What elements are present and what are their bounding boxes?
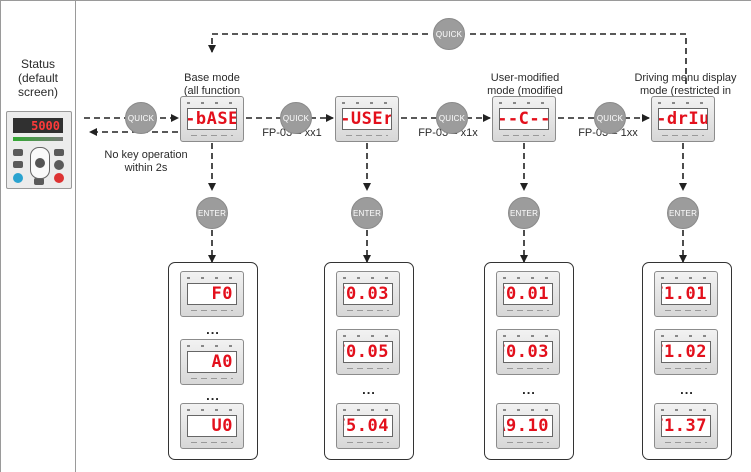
return-loop-line [470, 33, 687, 84]
quick-button: QUICK [125, 102, 157, 134]
keypad-key-cyan [13, 173, 23, 183]
ellipsis: ... [680, 382, 694, 397]
param-code: uF0.03 [343, 283, 393, 305]
keypad-key [13, 149, 23, 156]
param-code: uF5.04 [343, 415, 393, 437]
keypad-key [34, 178, 44, 185]
keypad-key [13, 161, 23, 168]
param-display: cF0.01 [496, 271, 560, 317]
param-display: U0 [180, 403, 244, 449]
frame-divider [75, 0, 76, 472]
enter-button: ENTER [351, 197, 383, 229]
ellipsis: ... [362, 382, 376, 397]
no-key-label: No key operation within 2s [104, 149, 188, 174]
display-text: -drIu [658, 108, 708, 130]
param-display: cF0.03 [496, 329, 560, 375]
quick-button: QUICK [594, 102, 626, 134]
dial-knob-icon [30, 147, 50, 179]
param-code: A0 [187, 351, 237, 373]
status-display: 5000 [13, 118, 63, 133]
param-code: uF1.37 [661, 415, 711, 437]
frame-top-border [0, 0, 751, 1]
param-code: uF0.05 [343, 341, 393, 363]
display-text: -bASE [187, 108, 237, 130]
param-code: cF0.03 [503, 341, 553, 363]
param-display: uF5.04 [336, 403, 400, 449]
mode-display: -bASE [180, 96, 244, 142]
mode-display: -drIu [651, 96, 715, 142]
param-code: uF1.01 [661, 283, 711, 305]
display-text: --C-- [499, 108, 549, 130]
ellipsis: ... [206, 388, 220, 403]
mode-display: -USEr [335, 96, 399, 142]
param-code: F0 [187, 283, 237, 305]
parameter-list: cF0.01 cF0.03 ... cA9.10 [484, 262, 574, 460]
keypad-key [54, 149, 64, 156]
param-display: uF0.05 [336, 329, 400, 375]
param-code: cA9.10 [503, 415, 553, 437]
display-text: -USEr [342, 108, 392, 130]
param-code: uF1.02 [661, 341, 711, 363]
param-display: uF1.02 [654, 329, 718, 375]
param-code: cF0.01 [503, 283, 553, 305]
param-display: uF1.37 [654, 403, 718, 449]
parameter-list: uF0.03 uF0.05 ... uF5.04 [324, 262, 414, 460]
param-display: uF1.01 [654, 271, 718, 317]
indicator-strip [13, 137, 63, 141]
mode-display: --C-- [492, 96, 556, 142]
enter-button: ENTER [508, 197, 540, 229]
quick-button-top: QUICK [433, 18, 465, 50]
return-loop-line-left [208, 33, 428, 53]
parameter-list: uF1.01 uF1.02 ... uF1.37 [642, 262, 732, 460]
param-display: F0 [180, 271, 244, 317]
stop-key-icon [54, 173, 64, 183]
ellipsis: ... [206, 322, 220, 337]
param-display: A0 [180, 339, 244, 385]
ellipsis: ... [522, 382, 536, 397]
param-display: uF0.03 [336, 271, 400, 317]
status-label: Status (default screen) [17, 57, 59, 99]
keypad-panel: 5000 [6, 111, 72, 189]
enter-button: ENTER [196, 197, 228, 229]
run-key-icon [54, 160, 64, 170]
param-code: U0 [187, 415, 237, 437]
quick-button: QUICK [436, 102, 468, 134]
param-display: cA9.10 [496, 403, 560, 449]
frame-left-border [0, 0, 1, 472]
parameter-list: F0 ... A0 ... U0 [168, 262, 258, 460]
enter-button: ENTER [667, 197, 699, 229]
quick-button: QUICK [280, 102, 312, 134]
